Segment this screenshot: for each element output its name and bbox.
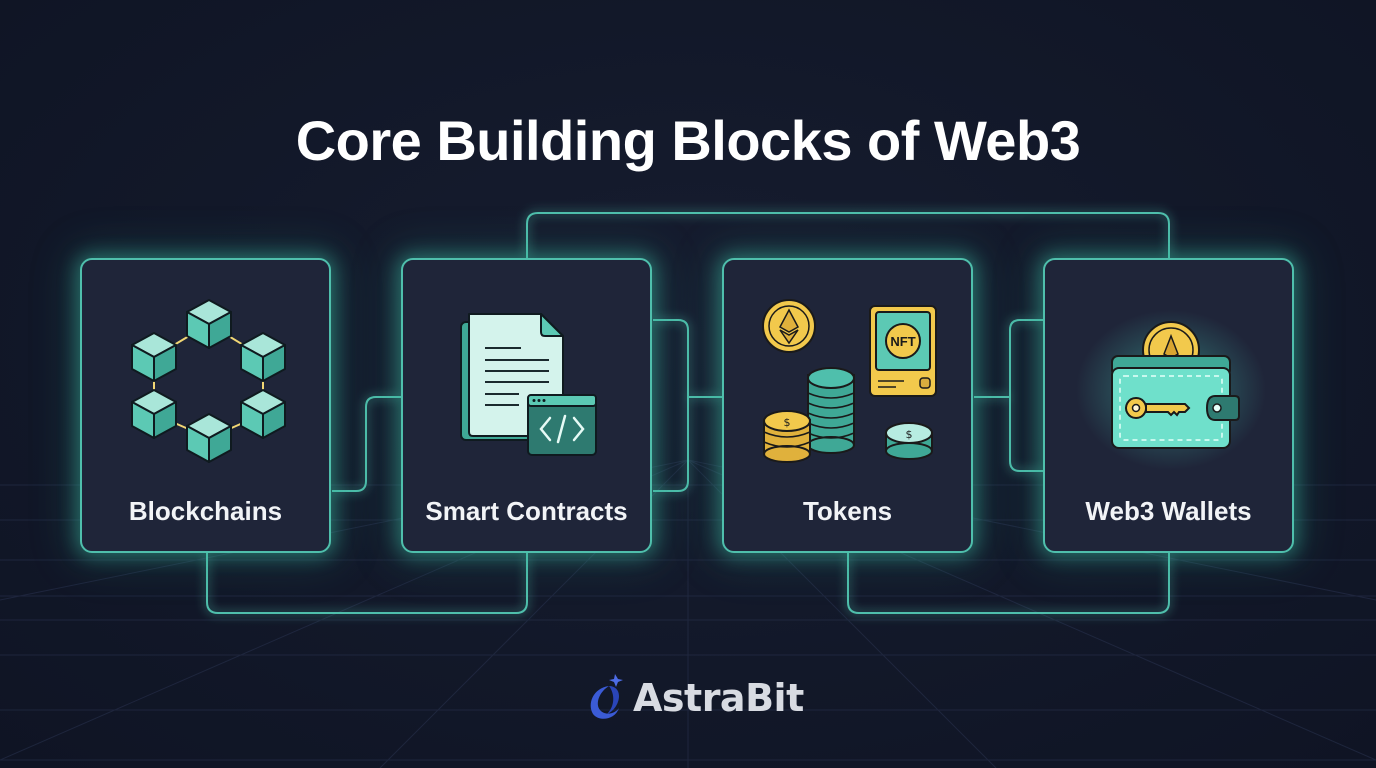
card-label: Tokens	[802, 496, 893, 526]
card-tokens: NFT $	[722, 258, 973, 553]
card-blockchains: Blockchains	[80, 258, 331, 553]
brand-logo: AstraBit	[585, 670, 804, 726]
wallet-key-icon	[1076, 310, 1266, 470]
card-smart-contracts: Smart Contracts	[401, 258, 652, 553]
dollar-glyph: $	[784, 416, 791, 429]
nft-card-icon	[869, 305, 937, 397]
coins-nft-icon: NFT $	[762, 299, 937, 463]
page-title: Core Building Blocks of Web3	[295, 108, 1081, 172]
brand-name: AstraBit	[633, 676, 804, 720]
card-label: Web3 Wallets	[1085, 496, 1252, 526]
card-label: Blockchains	[128, 496, 283, 526]
contract-document-code-icon	[460, 313, 597, 456]
swap-glyph: $	[906, 428, 913, 441]
nft-badge-text: NFT	[890, 334, 915, 349]
ethereum-coin-icon	[762, 299, 816, 353]
card-label: Smart Contracts	[425, 496, 628, 526]
stablecoin-stack-icon	[885, 422, 933, 460]
card-web3-wallets: Web3 Wallets	[1043, 258, 1294, 553]
teal-coin-stack-icon	[807, 367, 855, 454]
gold-coin-stack-icon	[763, 410, 811, 463]
astrabit-logo-icon	[590, 674, 623, 719]
blockchain-cubes-icon	[131, 299, 286, 463]
